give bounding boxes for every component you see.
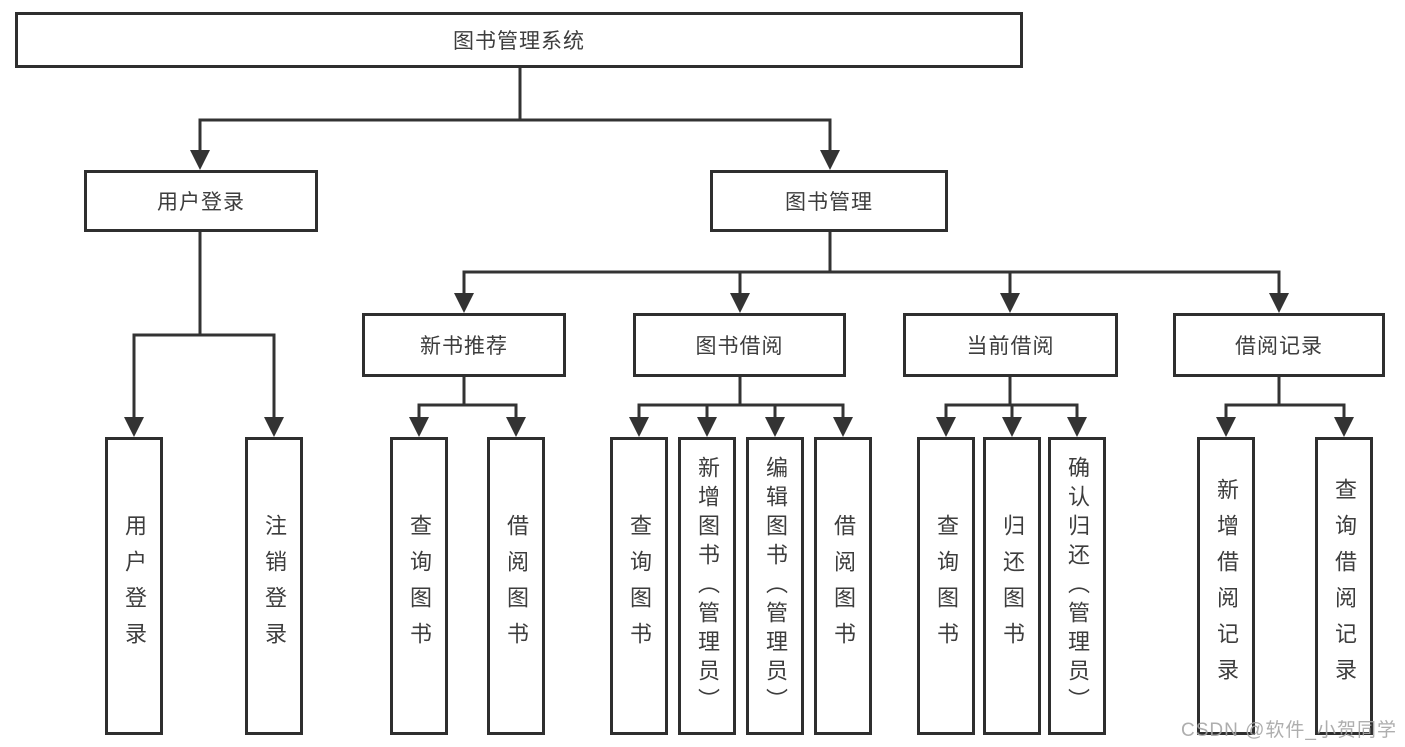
leaf-confirm-return-admin: 确认归还（管理员） <box>1048 437 1106 735</box>
csdn-watermark: CSDN @软件_小贺同学 <box>1181 720 1397 741</box>
node-current-borrowing: 当前借阅 <box>903 313 1118 377</box>
arrowheads <box>124 150 1354 437</box>
leaf-return-books: 归还图书 <box>983 437 1041 735</box>
leaf-borrow-books-recommend: 借阅图书 <box>487 437 545 735</box>
node-user-login: 用户登录 <box>84 170 318 232</box>
leaf-logout: 注销登录 <box>245 437 303 735</box>
leaf-borrow-books: 借阅图书 <box>814 437 872 735</box>
leaf-user-login: 用户登录 <box>105 437 163 735</box>
leaf-edit-books-admin: 编辑图书（管理员） <box>746 437 804 735</box>
leaf-query-books-borrowing: 查询图书 <box>610 437 668 735</box>
node-new-book-recommend: 新书推荐 <box>362 313 566 377</box>
leaf-add-borrow-record: 新增借阅记录 <box>1197 437 1255 735</box>
node-borrowing-records: 借阅记录 <box>1173 313 1385 377</box>
root-node-library-system: 图书管理系统 <box>15 12 1023 68</box>
leaf-add-books-admin: 新增图书（管理员） <box>678 437 736 735</box>
node-book-borrowing: 图书借阅 <box>633 313 846 377</box>
leaf-query-books-current: 查询图书 <box>917 437 975 735</box>
node-book-management: 图书管理 <box>710 170 948 232</box>
leaf-query-borrow-record: 查询借阅记录 <box>1315 437 1373 735</box>
leaf-query-books-recommend: 查询图书 <box>390 437 448 735</box>
